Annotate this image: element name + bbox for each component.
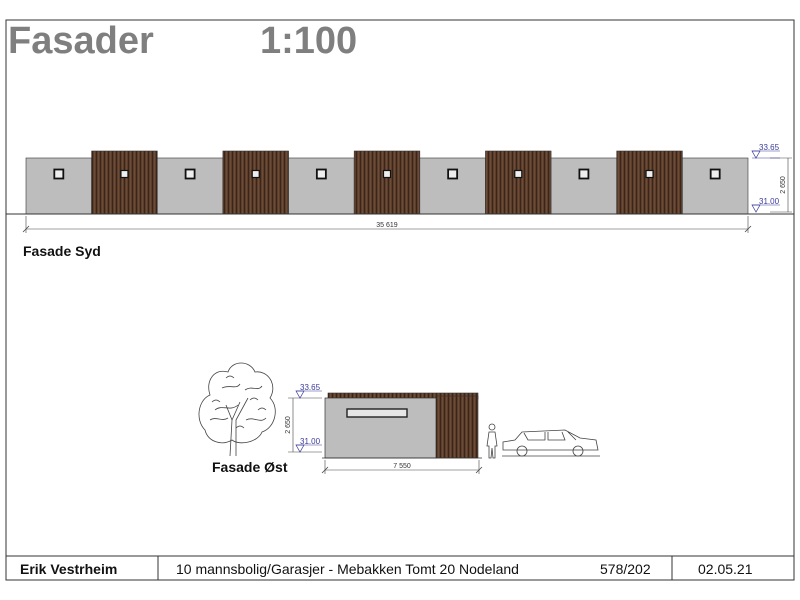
south-wood-module: [91, 150, 158, 215]
south-window: [578, 168, 590, 180]
south-window: [251, 169, 260, 179]
title-block: [6, 555, 794, 580]
title-block-project: 10 mannsbolig/Garasjer - Mebakken Tomt 2…: [176, 561, 519, 577]
south-window: [120, 169, 129, 179]
east-level-bottom-marker: [295, 444, 305, 453]
south-window: [447, 168, 459, 180]
tree-illustration: [198, 362, 276, 457]
south-plaster-module: [25, 157, 92, 215]
east-facade-building: [322, 392, 482, 459]
east-level-top-text: 33.65: [300, 383, 321, 392]
south-wood-module: [353, 150, 421, 215]
south-height-dimension-text: 2 650: [780, 176, 787, 194]
facade-south-drawing: [25, 150, 749, 215]
south-length-dimension: 35 619: [22, 216, 752, 233]
south-window: [514, 169, 523, 179]
south-window: [645, 169, 654, 179]
east-level-top-marker: [295, 390, 305, 399]
title-block-author: Erik Vestrheim: [20, 561, 118, 577]
sheet-scale: 1:100: [260, 20, 358, 62]
south-level-bottom-marker: [751, 204, 761, 213]
south-height-dimension: 2 650 33.65 31.00: [751, 143, 792, 213]
south-wood-module: [485, 150, 552, 215]
title-block-gnr-bnr: 578/202: [600, 561, 651, 577]
south-level-bottom-text: 31.00: [759, 197, 780, 206]
person-silhouette: [486, 423, 498, 459]
south-length-dimension-text: 35 619: [376, 222, 398, 229]
south-window: [184, 168, 196, 180]
south-plaster-module: [419, 157, 486, 215]
south-plaster-module: [550, 157, 618, 215]
south-plaster-module: [156, 157, 224, 215]
east-length-dimension-text: 7 550: [393, 463, 411, 470]
south-plaster-module: [682, 157, 749, 215]
car-illustration: [502, 429, 600, 457]
east-length-dimension: 7 550: [321, 460, 483, 474]
sheet-border: [5, 19, 795, 581]
south-window: [315, 168, 327, 180]
south-wood-module: [222, 150, 289, 215]
facade-south-label: Fasade Syd: [23, 243, 101, 259]
south-window: [709, 168, 721, 180]
south-plaster-module: [288, 157, 355, 215]
facade-east-label: Fasade Øst: [212, 459, 288, 475]
south-window: [53, 168, 65, 180]
title-block-date: 02.05.21: [698, 561, 753, 577]
east-window: [346, 408, 408, 418]
east-height-dimension-text: 2 650: [285, 416, 292, 434]
east-height-dimension: 2 650 33.65 31.00: [285, 383, 322, 453]
south-wood-module: [616, 150, 683, 215]
sheet-title: Fasader: [8, 20, 154, 62]
south-window: [382, 169, 392, 179]
east-wood-wall: [435, 395, 479, 459]
east-plaster-wall: [324, 397, 437, 459]
south-level-top-marker: [751, 150, 761, 159]
south-level-top-text: 33.65: [759, 143, 780, 152]
east-level-bottom-text: 31.00: [300, 437, 321, 446]
